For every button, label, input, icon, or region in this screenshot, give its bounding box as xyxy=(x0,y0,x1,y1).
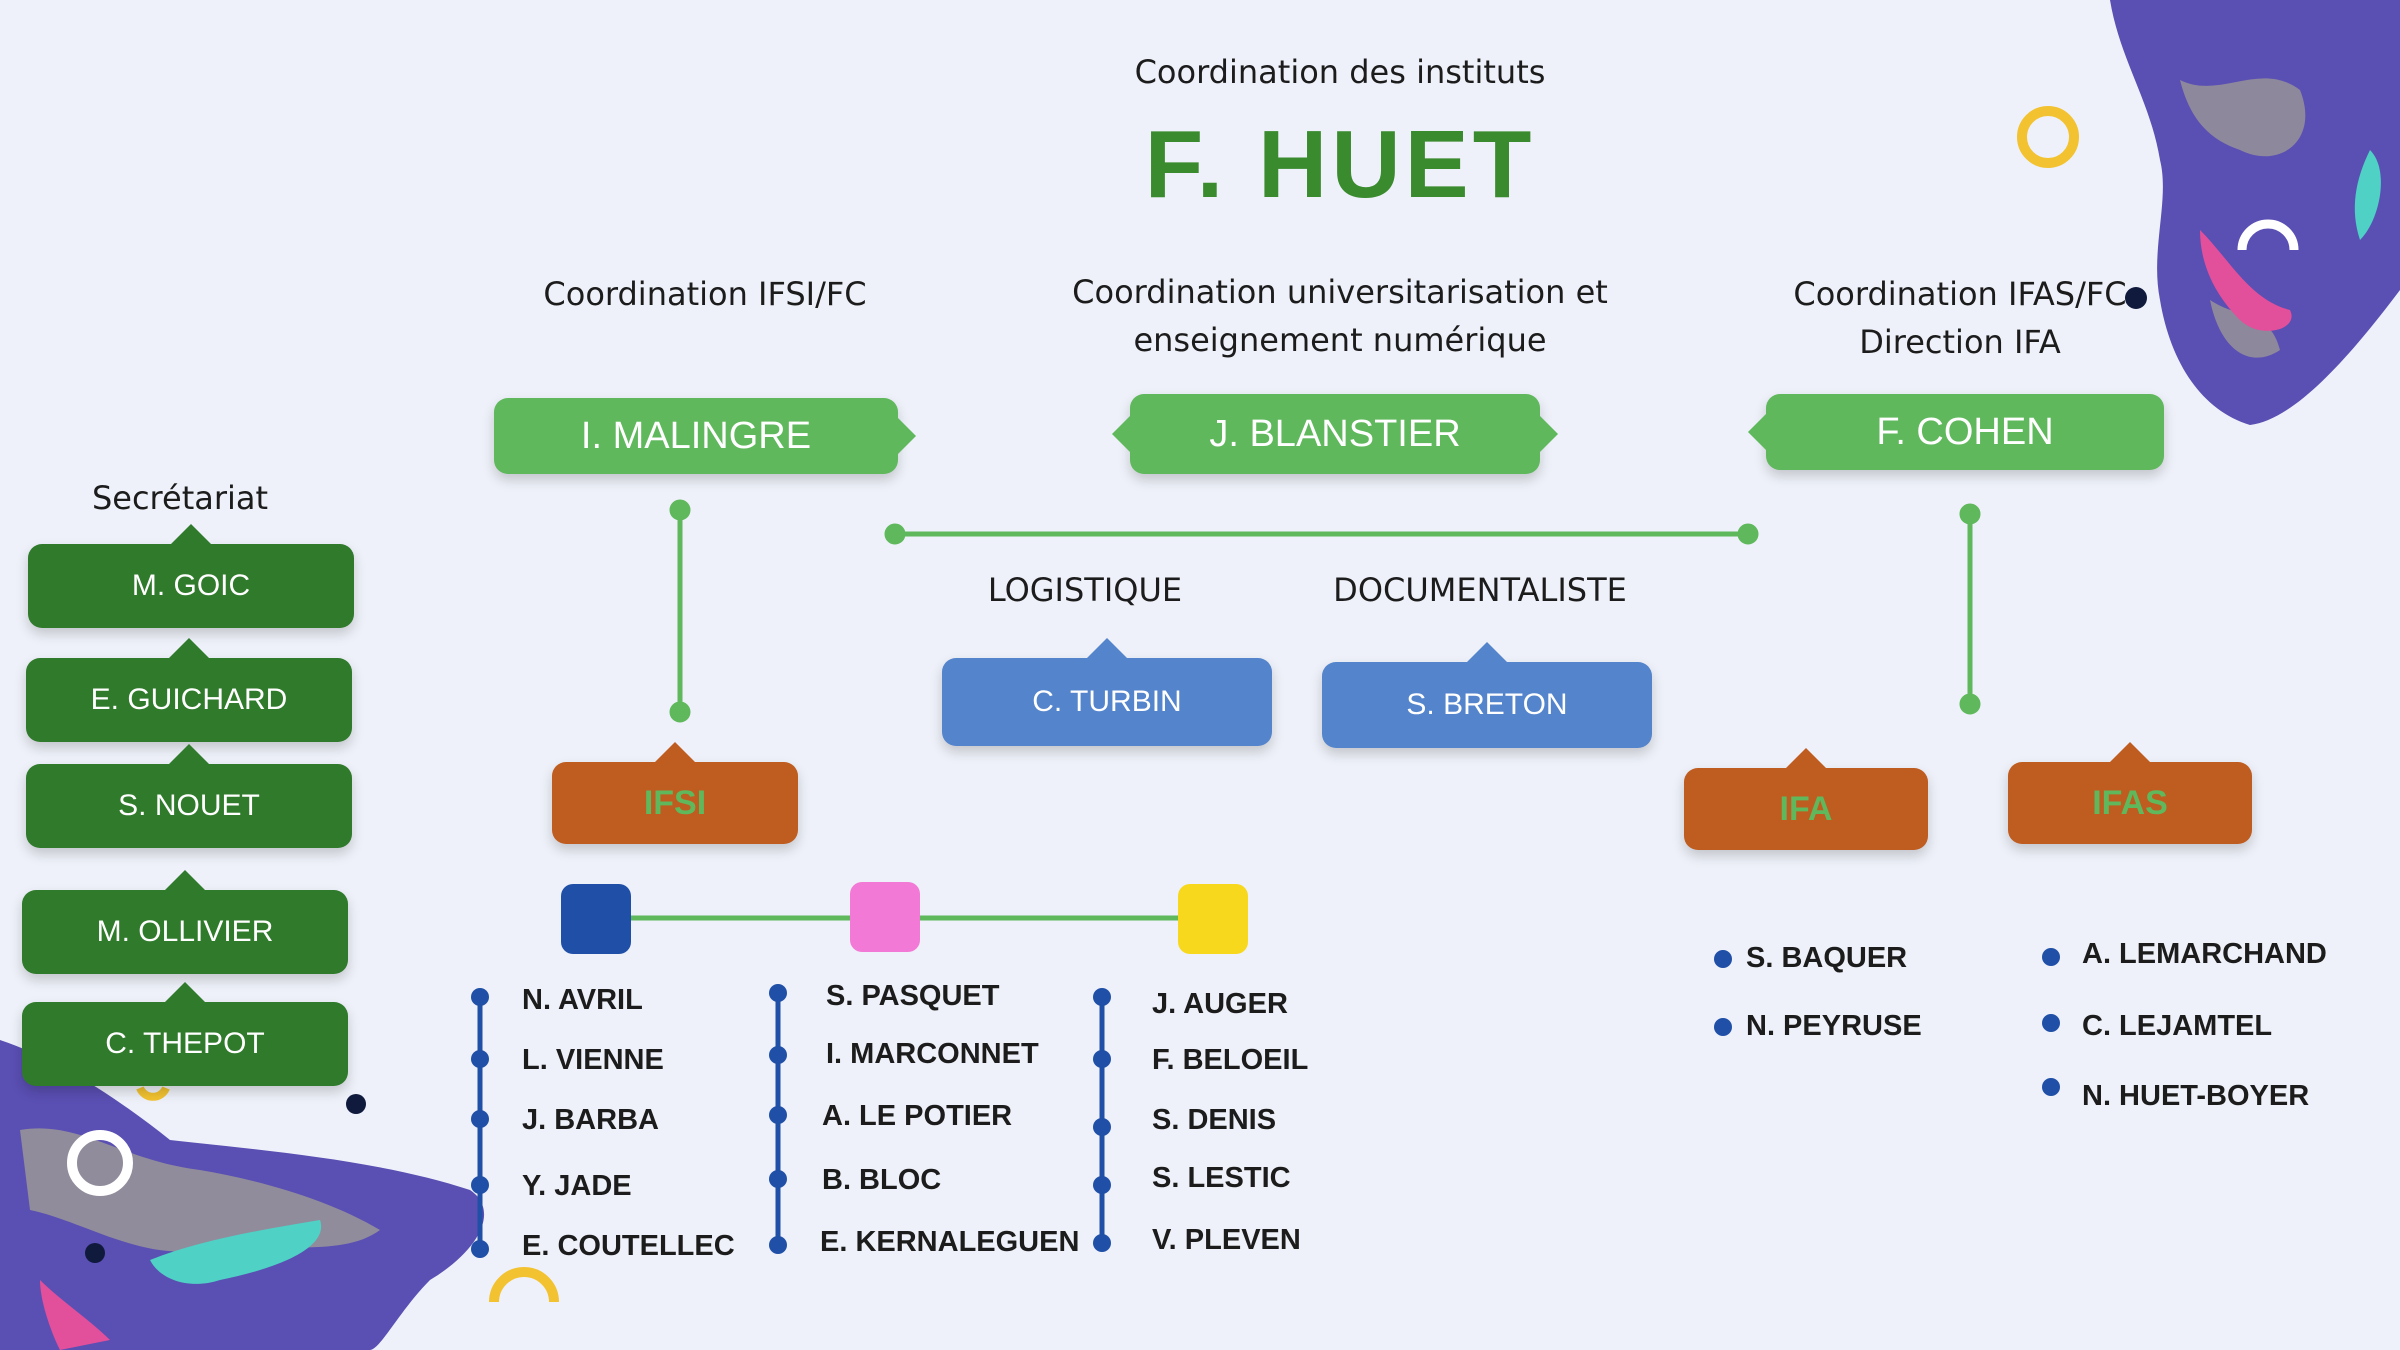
team-3-member-dot xyxy=(1093,1176,1111,1194)
institute-ifas-label: IFAS xyxy=(2092,783,2168,822)
team-2-member: I. MARCONNET xyxy=(826,1038,1039,1070)
coordinator-cohen-box[interactable]: F. COHEN xyxy=(1748,394,2164,470)
team-1-color-square xyxy=(561,884,631,954)
marble-texture-bottom-left xyxy=(20,1128,380,1252)
secretariat-member-name: M. OLLIVIER xyxy=(96,915,274,948)
institute-ifa-label: IFA xyxy=(1779,789,1833,828)
secretariat-member-box[interactable]: M. OLLIVIER xyxy=(22,870,348,974)
team-2-member: S. PASQUET xyxy=(826,980,1000,1012)
coordinator-malingre-box[interactable]: I. MALINGRE xyxy=(494,398,916,474)
marble-texture-top-right xyxy=(2180,78,2306,358)
team-3-member: J. AUGER xyxy=(1152,988,1288,1020)
secretariat-title: Secrétariat xyxy=(91,479,269,517)
secretariat-member-box[interactable]: E. GUICHARD xyxy=(26,638,352,742)
documentaliste-box[interactable]: S. BRETON xyxy=(1322,642,1652,748)
connector-end-dot xyxy=(669,701,691,723)
arc-white-top-right xyxy=(2237,219,2299,251)
team-3-color-square xyxy=(1178,884,1248,954)
team-1-member: N. AVRIL xyxy=(522,984,643,1016)
connector-end-dot xyxy=(669,499,691,521)
team-1-member-dot xyxy=(471,1176,489,1194)
team-2-member-dot xyxy=(769,1170,787,1188)
team-3-member-dot xyxy=(1093,1050,1111,1068)
marble-cyan-bottom-left xyxy=(150,1220,322,1284)
coordination-ifsi-title: Coordination IFSI/FC xyxy=(543,275,867,313)
dot-navy-bottom-left-2 xyxy=(85,1243,105,1263)
secretariat-member-box[interactable]: C. THEPOT xyxy=(22,982,348,1086)
coordinator-blanstier-box[interactable]: J. BLANSTIER xyxy=(1112,394,1558,474)
documentaliste-name: S. BRETON xyxy=(1406,688,1568,721)
coordination-univ-title-line2: enseignement numérique xyxy=(1133,321,1547,359)
secretariat-member-name: S. NOUET xyxy=(118,789,260,822)
connector-end-dot xyxy=(884,523,906,545)
ring-white-bottom-left xyxy=(67,1130,133,1196)
marble-pink-top-right xyxy=(2200,230,2292,331)
team-2-color-square xyxy=(850,882,920,952)
secretariat-member-name: C. THEPOT xyxy=(105,1027,265,1060)
ifas-member: A. LEMARCHAND xyxy=(2082,938,2327,970)
team-1-member-dot xyxy=(471,1050,489,1068)
dot-navy-bottom-left xyxy=(346,1094,366,1114)
institute-ifsi-label: IFSI xyxy=(643,783,707,822)
ifas-member-dot xyxy=(2042,948,2060,966)
coordinator-blanstier-name: J. BLANSTIER xyxy=(1209,412,1461,455)
ifas-member: N. HUET-BOYER xyxy=(2082,1080,2310,1112)
arc-yellow-small xyxy=(136,1086,170,1101)
team-3-member: F. BELOEIL xyxy=(1152,1044,1309,1076)
team-1-member: L. VIENNE xyxy=(522,1044,664,1076)
logistique-box[interactable]: C. TURBIN xyxy=(942,638,1272,746)
ifa-member-dot xyxy=(1714,1018,1732,1036)
secretariat-member-name: E. GUICHARD xyxy=(90,683,288,716)
arc-yellow-bottom-left xyxy=(489,1267,559,1303)
team-3-member-dot xyxy=(1093,1118,1111,1136)
institute-ifa-box[interactable]: IFA xyxy=(1684,748,1928,850)
ifas-member-dot xyxy=(2042,1014,2060,1032)
ifa-member: N. PEYRUSE xyxy=(1746,1010,1922,1042)
team-1-member-dot xyxy=(471,1240,489,1258)
secretariat-member-box[interactable]: M. GOIC xyxy=(28,524,354,628)
team-3-member: S. DENIS xyxy=(1152,1104,1277,1136)
ifas-member: C. LEJAMTEL xyxy=(2082,1010,2273,1042)
team-1-member: E. COUTELLEC xyxy=(522,1230,735,1262)
marble-blob-bottom-left xyxy=(0,1040,485,1350)
connector-end-dot xyxy=(1959,693,1981,715)
marble-cyan-top-right xyxy=(2354,150,2381,240)
team-2-member: B. BLOC xyxy=(822,1164,942,1196)
team-1-member: J. BARBA xyxy=(522,1104,659,1136)
team-2-member-dot xyxy=(769,984,787,1002)
logistique-title: LOGISTIQUE xyxy=(987,571,1183,609)
team-3-member-dot xyxy=(1093,988,1111,1006)
secretariat-member-name: M. GOIC xyxy=(131,569,251,602)
team-2-member: E. KERNALEGUEN xyxy=(820,1226,1080,1258)
ifas-member-dot xyxy=(2042,1078,2060,1096)
coordinator-cohen-name: F. COHEN xyxy=(1876,410,2054,453)
connector-end-dot xyxy=(1959,503,1981,525)
team-2-member: A. LE POTIER xyxy=(822,1100,1013,1132)
coordinator-malingre-name: I. MALINGRE xyxy=(580,414,812,457)
team-3-member: V. PLEVEN xyxy=(1152,1224,1301,1256)
header-subtitle: Coordination des instituts xyxy=(1134,53,1546,91)
director-name: F. HUET xyxy=(1144,111,1536,218)
marble-pink-bottom-left xyxy=(40,1280,110,1350)
institute-ifas-box[interactable]: IFAS xyxy=(2008,742,2252,844)
institute-ifsi-box[interactable]: IFSI xyxy=(552,742,798,844)
team-3-member: S. LESTIC xyxy=(1152,1162,1291,1194)
coordination-ifas-title-line2: Direction IFA xyxy=(1859,323,2061,361)
ifa-member: S. BAQUER xyxy=(1746,942,1908,974)
connector-end-dot xyxy=(1737,523,1759,545)
team-1-member-dot xyxy=(471,988,489,1006)
team-2-member-dot xyxy=(769,1236,787,1254)
team-2-member-dot xyxy=(769,1106,787,1124)
logistique-name: C. TURBIN xyxy=(1032,685,1182,718)
team-1-member: Y. JADE xyxy=(522,1170,632,1202)
ifa-member-dot xyxy=(1714,950,1732,968)
coordination-univ-title-line1: Coordination universitarisation et xyxy=(1072,273,1608,311)
documentaliste-title: DOCUMENTALISTE xyxy=(1333,571,1627,609)
team-2-member-dot xyxy=(769,1046,787,1064)
coordination-ifas-title-line1: Coordination IFAS/FC xyxy=(1793,275,2127,313)
team-1-member-dot xyxy=(471,1110,489,1128)
ring-yellow-top-right xyxy=(2017,106,2079,168)
team-3-member-dot xyxy=(1093,1234,1111,1252)
secretariat-member-box[interactable]: S. NOUET xyxy=(26,744,352,848)
